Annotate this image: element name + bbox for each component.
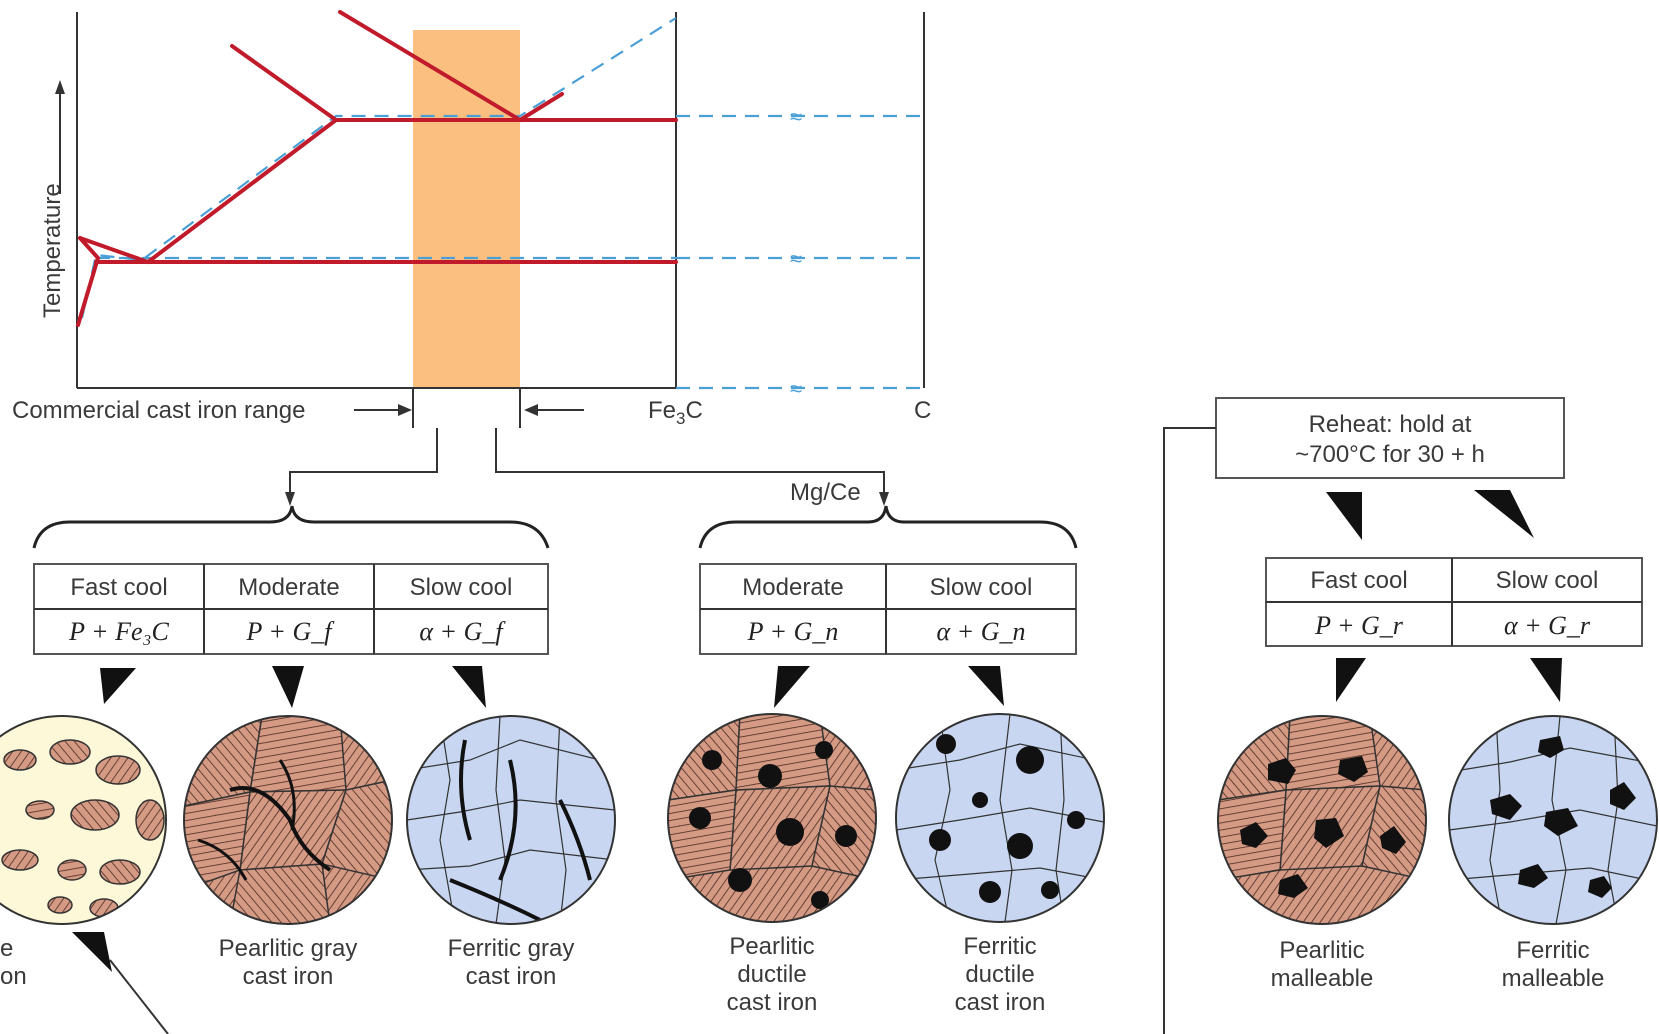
cast-iron-range-band bbox=[413, 30, 520, 388]
caption-ferritic-malleable-1: Ferritic bbox=[1516, 937, 1589, 964]
ferritic-gray-micrograph bbox=[406, 715, 616, 925]
pointer-ductile-slow bbox=[968, 666, 1004, 706]
gray-phase-slow: α + G_f bbox=[419, 617, 506, 646]
mg-ce-label: Mg/Ce bbox=[790, 479, 861, 506]
pointers bbox=[72, 490, 1562, 972]
break-symbol-2: ≈ bbox=[790, 246, 802, 271]
ductile-iron-table: Moderate Slow cool P + G_n α + G_n bbox=[699, 563, 1077, 655]
pointer-reheat-fast bbox=[1326, 492, 1362, 540]
pointer-ductile-moderate bbox=[774, 666, 810, 708]
gray-header-fast: Fast cool bbox=[70, 574, 167, 601]
caption-ferritic-ductile-1: Ferritic bbox=[963, 933, 1036, 960]
caption-pearlitic-gray-2: cast iron bbox=[243, 963, 334, 990]
pearlitic-ductile-micrograph bbox=[667, 713, 877, 923]
pearlitic-gray-micrograph bbox=[183, 715, 393, 925]
ductile-header-slow: Slow cool bbox=[930, 574, 1033, 601]
malleable-header-fast: Fast cool bbox=[1310, 567, 1407, 594]
caption-pearlitic-gray-1: Pearlitic gray bbox=[219, 935, 358, 962]
gray-iron-table: Fast cool Moderate Slow cool P + Fe₃C P … bbox=[33, 563, 549, 655]
malleable-section: Reheat: hold at ~700°C for 30 + h Fast c… bbox=[109, 397, 1643, 1034]
caption-pearlitic-ductile-2: ductile bbox=[737, 961, 806, 988]
white-iron-connector bbox=[109, 959, 169, 1034]
branch-connectors: Mg/Ce bbox=[32, 428, 1078, 549]
caption-ferritic-gray-1: Ferritic gray bbox=[448, 935, 575, 962]
pointer-malleable-fast bbox=[1336, 658, 1366, 702]
caption-ferritic-malleable-2: malleable bbox=[1502, 965, 1605, 992]
ductile-phase-slow: α + G_n bbox=[937, 617, 1026, 646]
pointer-gray-slow bbox=[452, 666, 486, 708]
reheat-line-2: ~700°C for 30 + h bbox=[1295, 441, 1485, 468]
reheat-box bbox=[1215, 397, 1565, 479]
white-iron-micrograph bbox=[0, 715, 167, 925]
range-label: Commercial cast iron range bbox=[12, 397, 305, 424]
range-arrowhead-left bbox=[398, 404, 412, 416]
break-symbol-3: ≈ bbox=[790, 376, 802, 401]
caption-ferritic-ductile-2: ductile bbox=[965, 961, 1034, 988]
pointer-reheat-slow bbox=[1474, 490, 1534, 538]
caption-pearlitic-ductile-1: Pearlitic bbox=[729, 933, 814, 960]
left-branch-arrowhead bbox=[285, 492, 295, 506]
gray-header-moderate: Moderate bbox=[238, 574, 339, 601]
gray-phase-fast: P + Fe₃C bbox=[68, 617, 169, 646]
caption-white-1: e bbox=[0, 935, 13, 962]
caption-ferritic-gray-2: cast iron bbox=[466, 963, 557, 990]
fe3c-label: Fe3C bbox=[648, 397, 703, 428]
caption-ferritic-ductile-3: cast iron bbox=[955, 989, 1046, 1016]
right-branch bbox=[495, 428, 885, 496]
reheat-line-1: Reheat: hold at bbox=[1309, 411, 1472, 438]
ferritic-ductile-micrograph bbox=[895, 713, 1105, 923]
reheat-connector bbox=[1163, 427, 1216, 1034]
pointer-white-iron bbox=[72, 932, 112, 972]
liquidus-right bbox=[338, 10, 564, 123]
range-arrowhead-right bbox=[524, 404, 538, 416]
pointer-gray-moderate bbox=[272, 666, 304, 708]
y-axis-label: Temperature bbox=[39, 183, 66, 318]
gray-phase-moderate: P + G_f bbox=[246, 617, 336, 646]
malleable-header-slow: Slow cool bbox=[1496, 567, 1599, 594]
left-branch bbox=[289, 428, 438, 496]
gray-brace bbox=[32, 505, 550, 549]
malleable-phase-fast: P + G_r bbox=[1314, 611, 1404, 640]
liquidus-left bbox=[230, 44, 338, 122]
y-axis-arrowhead bbox=[55, 80, 65, 94]
ferritic-malleable-micrograph bbox=[1448, 715, 1658, 925]
delta-boundary bbox=[76, 236, 101, 327]
caption-pearlitic-malleable-2: malleable bbox=[1271, 965, 1374, 992]
dashed-liquidus bbox=[80, 17, 677, 319]
right-branch-arrowhead bbox=[879, 492, 889, 506]
carbon-label: C bbox=[914, 397, 931, 424]
gray-header-slow: Slow cool bbox=[410, 574, 513, 601]
caption-white-2: on bbox=[0, 963, 27, 990]
pointer-gray-fast bbox=[100, 668, 136, 704]
ductile-brace bbox=[698, 505, 1078, 549]
austenite-boundary bbox=[78, 118, 338, 265]
ductile-phase-moderate: P + G_n bbox=[747, 617, 839, 646]
pointer-malleable-slow bbox=[1530, 658, 1562, 702]
phase-diagram: ≈ ≈ ≈ Temperature Commercial cast iron r… bbox=[12, 10, 931, 428]
ductile-header-moderate: Moderate bbox=[742, 574, 843, 601]
pearlitic-malleable-micrograph bbox=[1217, 715, 1427, 925]
captions: e on Pearlitic gray cast iron Ferritic g… bbox=[0, 933, 1604, 1016]
caption-pearlitic-ductile-3: cast iron bbox=[727, 989, 818, 1016]
break-symbol-1: ≈ bbox=[790, 104, 802, 129]
caption-pearlitic-malleable-1: Pearlitic bbox=[1279, 937, 1364, 964]
malleable-phase-slow: α + G_r bbox=[1504, 611, 1591, 640]
